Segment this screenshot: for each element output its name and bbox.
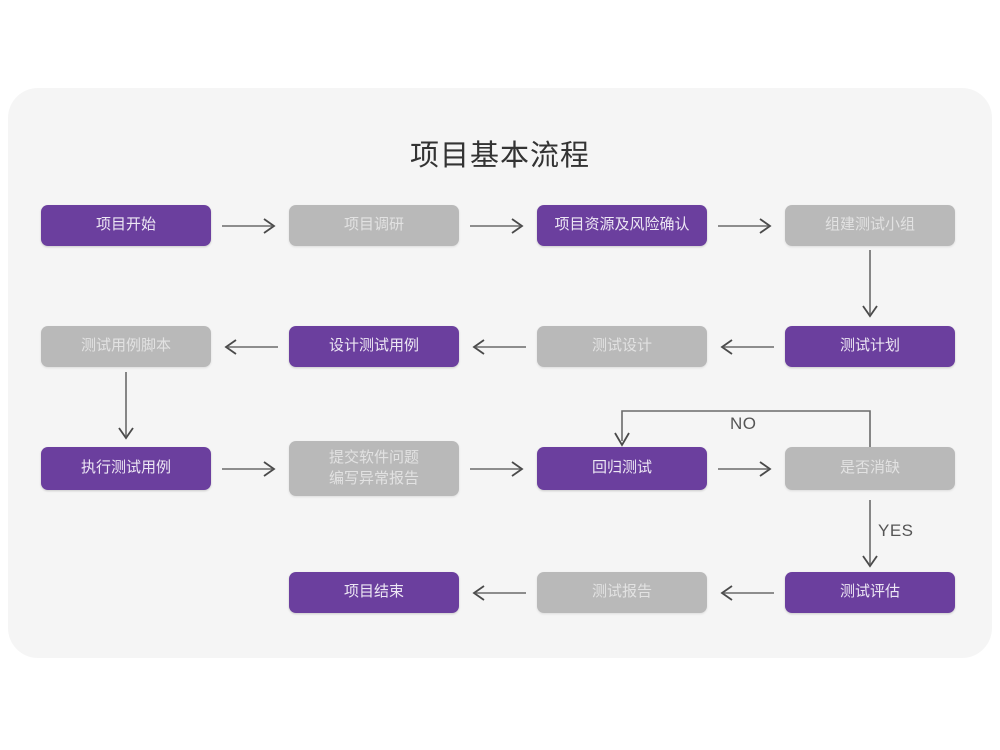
edge-label-yes: YES [878, 521, 914, 540]
node-project-end[interactable]: 项目结束 [289, 572, 459, 613]
node-project-research[interactable]: 项目调研 [289, 205, 459, 246]
node-test-plan[interactable]: 测试计划 [785, 326, 955, 367]
node-test-evaluation[interactable]: 测试评估 [785, 572, 955, 613]
arrow-n7-n6 [472, 339, 526, 355]
arrow-n9-n10 [222, 461, 276, 477]
arrow-n10-n11 [470, 461, 524, 477]
arrow-yes-down [862, 500, 878, 568]
node-build-test-team[interactable]: 组建测试小组 [785, 205, 955, 246]
node-test-design[interactable]: 测试设计 [537, 326, 707, 367]
arrow-n6-n5 [224, 339, 278, 355]
node-regression-test[interactable]: 回归测试 [537, 447, 707, 490]
node-resource-risk-confirm[interactable]: 项目资源及风险确认 [537, 205, 707, 246]
node-test-report[interactable]: 测试报告 [537, 572, 707, 613]
node-project-start[interactable]: 项目开始 [41, 205, 211, 246]
node-submit-defect-report[interactable]: 提交软件问题 编写异常报告 [289, 441, 459, 496]
arrow-n1-n2 [222, 218, 276, 234]
arrow-n5-n9-down [118, 372, 134, 440]
edge-label-no: NO [730, 414, 757, 433]
node-is-defect-cleared[interactable]: 是否消缺 [785, 447, 955, 490]
arrow-n4-n8-down [862, 250, 878, 318]
node-test-case-script[interactable]: 测试用例脚本 [41, 326, 211, 367]
arrow-n15-n14 [720, 585, 774, 601]
node-execute-test-case[interactable]: 执行测试用例 [41, 447, 211, 490]
arrow-n3-n4 [718, 218, 772, 234]
arrow-n14-n13 [472, 585, 526, 601]
page-title: 项目基本流程 [409, 140, 590, 172]
arrow-n2-n3 [470, 218, 524, 234]
arrow-no-feedback-loop [614, 410, 871, 447]
node-design-test-case[interactable]: 设计测试用例 [289, 326, 459, 367]
flowchart-card [8, 88, 992, 658]
arrow-n11-n12 [718, 461, 772, 477]
arrow-n8-n7 [720, 339, 774, 355]
